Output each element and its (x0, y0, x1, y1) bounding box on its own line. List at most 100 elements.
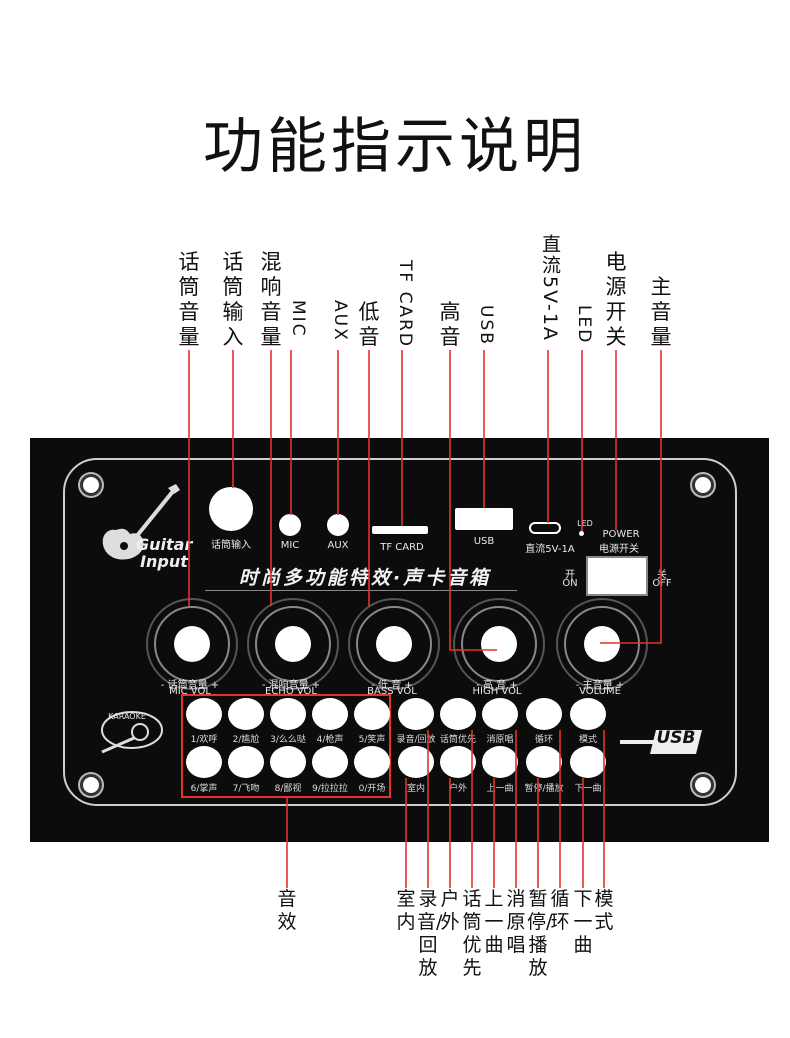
label-usb: USB (476, 305, 496, 346)
label-indoor: 室内 (396, 888, 416, 933)
knob-label-en: HIGH VOL (472, 686, 522, 697)
button-label: 循环 (534, 735, 553, 745)
button-mode[interactable] (570, 698, 606, 730)
button-label: 1/欢呼 (190, 735, 218, 745)
screw-icon (80, 474, 102, 496)
label-mic-input: 话筒输入 (222, 250, 244, 349)
button-mic-priority[interactable] (440, 698, 476, 730)
button-label: 话筒优先 (439, 735, 476, 745)
usb-port[interactable] (455, 508, 513, 530)
knob-label-cn: - 主音量 + (575, 680, 625, 691)
button-effect-4[interactable] (312, 698, 348, 730)
aux-jack[interactable] (327, 514, 349, 536)
usb-logo-text: USB (656, 728, 696, 748)
mic-input-jack[interactable] (209, 487, 253, 531)
label-mic-volume: 话筒音量 (178, 250, 200, 349)
mic-input-jack-label: 话筒输入 (211, 540, 251, 551)
button-prev-track[interactable] (482, 746, 518, 778)
button-label: 户外 (448, 784, 467, 794)
screw-icon (692, 774, 714, 796)
label-dc: 直流5V-1A (539, 234, 561, 342)
knob-label-cn: - 话筒音量 + (160, 680, 220, 691)
label-pause-play: 暂停/播放 (527, 888, 553, 979)
button-label: 0/开场 (358, 784, 386, 794)
knob-label-en: VOLUME (579, 686, 621, 697)
label-prev-track: 上一曲 (484, 888, 504, 956)
line-treble (449, 350, 497, 651)
label-record-play: 录音/回放 (417, 888, 443, 979)
guitar-icon (102, 484, 180, 560)
button-label: 9/拉拉拉 (312, 784, 348, 794)
button-label: 录音/回放 (396, 735, 436, 745)
label-next-track: 下一曲 (573, 888, 593, 956)
button-label: 4/枪声 (316, 735, 344, 745)
led-label: LED (577, 519, 593, 528)
button-label: 下一曲 (574, 784, 602, 794)
power-label-en: POWER (602, 529, 640, 540)
page-title: 功能指示说明 (203, 112, 587, 182)
button-label: 5/笑声 (358, 735, 386, 745)
knob-label-cn: - 低 音 + (371, 680, 413, 691)
button-loop[interactable] (526, 698, 562, 730)
switch-off-cn: 关 (657, 570, 667, 581)
button-label: 室内 (406, 784, 425, 794)
slogan: 时尚多功能特效·声卡音箱 (238, 567, 492, 589)
line-main-volume (600, 350, 662, 644)
screw-icon (692, 474, 714, 496)
label-outdoor: 户外 (440, 888, 460, 933)
main-volume-knob[interactable] (564, 606, 640, 682)
usb-port-label: USB (473, 536, 495, 547)
button-effect-6[interactable] (186, 746, 222, 778)
knob-label-en: MIC VOL (169, 686, 211, 697)
button-effect-0[interactable] (354, 746, 390, 778)
button-label: 暂停/播放 (524, 784, 564, 794)
button-record-play[interactable] (398, 698, 434, 730)
knob-label-cn: - 混响音量 + (261, 680, 321, 691)
knob-label-en: BASS VOL (367, 686, 417, 697)
switch-off-en: OFF (652, 578, 672, 589)
power-switch[interactable] (586, 556, 648, 596)
button-effect-1[interactable] (186, 698, 222, 730)
usb-logo-icon (620, 730, 702, 754)
button-vocal-cancel[interactable] (482, 698, 518, 730)
button-outdoor[interactable] (440, 746, 476, 778)
label-sound-effects: 音效 (277, 888, 297, 933)
button-effect-8[interactable] (270, 746, 306, 778)
knob-label-en: ECHO VOL (265, 686, 317, 697)
label-treble: 高音 (439, 300, 461, 349)
tf-card-slot[interactable] (372, 526, 428, 534)
button-effect-2[interactable] (228, 698, 264, 730)
mic-volume-knob[interactable] (154, 606, 230, 682)
tf-card-label: TF CARD (380, 542, 424, 553)
label-tf-card: TF CARD (395, 260, 415, 348)
label-mode: 模式 (594, 888, 614, 933)
label-main-volume: 主音量 (650, 275, 672, 349)
panel-border (63, 458, 737, 806)
button-label: 6/掌声 (190, 784, 218, 794)
switch-on-en: ON (562, 578, 578, 589)
button-effect-3[interactable] (270, 698, 306, 730)
button-label: 3/么么哒 (270, 735, 306, 745)
label-bass: 低音 (358, 300, 380, 349)
label-loop: 循环 (550, 888, 570, 933)
button-effect-9[interactable] (312, 746, 348, 778)
button-effect-5[interactable] (354, 698, 390, 730)
karaoke-label: KARAOKE (108, 712, 146, 721)
led-indicator (579, 531, 584, 536)
label-mic: MIC (288, 300, 308, 338)
bass-knob[interactable] (356, 606, 432, 682)
aux-jack-label: AUX (327, 540, 349, 551)
label-echo-volume: 混响音量 (260, 250, 282, 349)
mic-jack-label: MIC (280, 540, 300, 551)
button-pause-play[interactable] (526, 746, 562, 778)
guitar-input-logo: Guitar Input (136, 535, 193, 571)
button-next-track[interactable] (570, 746, 606, 778)
mic-jack[interactable] (279, 514, 301, 536)
button-label: 8/鄙视 (274, 784, 302, 794)
dc-port-label: 直流5V-1A (525, 544, 575, 555)
dc-port[interactable] (529, 522, 561, 534)
echo-volume-knob[interactable] (255, 606, 331, 682)
button-effect-7[interactable] (228, 746, 264, 778)
treble-knob[interactable] (461, 606, 537, 682)
